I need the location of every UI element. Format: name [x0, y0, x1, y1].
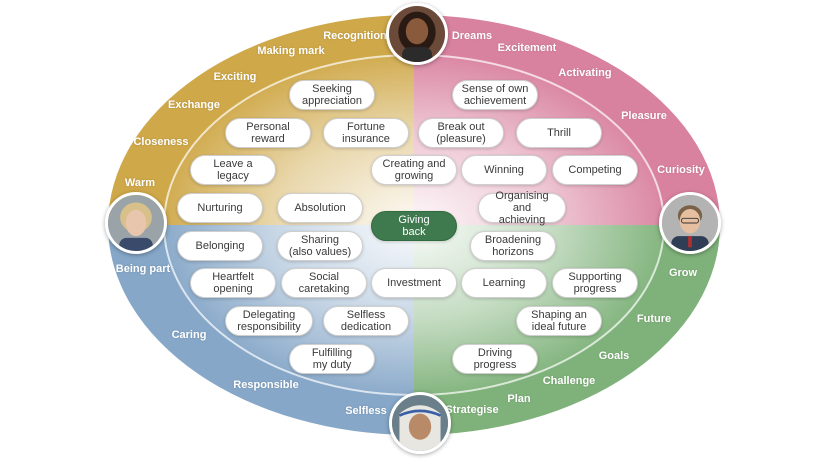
elderly-woman-portrait-icon — [392, 395, 448, 451]
portrait-left — [105, 192, 167, 254]
pill-organising-and-achieving: Organising and achieving — [478, 190, 566, 226]
pill-learning: Learning — [461, 268, 547, 298]
outer-label-curiosity: Curiosity — [657, 164, 705, 176]
portrait-top — [386, 3, 448, 65]
pill-leave-a-legacy: Leave a legacy — [190, 155, 276, 185]
pill-creating-and-growing: Creating and growing — [371, 155, 457, 185]
pill-investment: Investment — [371, 268, 457, 298]
pill-seeking-appreciation: Seeking appreciation — [289, 80, 375, 110]
pill-delegating-responsibility: Delegating responsibility — [225, 306, 313, 336]
pill-selfless-dedication: Selfless dedication — [323, 306, 409, 336]
outer-label-exchange: Exchange — [168, 99, 220, 111]
woman-portrait-icon — [389, 6, 445, 62]
outer-label-goals: Goals — [598, 350, 630, 362]
outer-label-pleasure: Pleasure — [621, 110, 667, 122]
pill-sense-of-own-achievement: Sense of own achievement — [452, 80, 538, 110]
outer-label-strategise: Strategise — [445, 404, 499, 416]
outer-label-being-part: Being part — [115, 263, 171, 275]
woman-portrait-icon — [108, 195, 164, 251]
pill-absolution: Absolution — [277, 193, 363, 223]
pill-fulfilling-my-duty: Fulfilling my duty — [289, 344, 375, 374]
pill-heartfelt-opening: Heartfelt opening — [190, 268, 276, 298]
pill-driving-progress: Driving progress — [452, 344, 538, 374]
pill-supporting-progress: Supporting progress — [552, 268, 638, 298]
portrait-right — [659, 192, 721, 254]
outer-label-warm: Warm — [124, 177, 156, 189]
pill-belonging: Belonging — [177, 231, 263, 261]
pill-thrill: Thrill — [516, 118, 602, 148]
pill-broadening-horizons: Broadening horizons — [470, 231, 556, 261]
outer-label-activating: Activating — [558, 67, 612, 79]
outer-label-exciting: Exciting — [213, 71, 257, 83]
man-portrait-icon — [662, 195, 718, 251]
pill-personal-reward: Personal reward — [225, 118, 311, 148]
giving-back-button[interactable]: Giving back — [371, 211, 457, 241]
pill-fortune-insurance: Fortune insurance — [323, 118, 409, 148]
outer-label-excitement: Excitement — [497, 42, 557, 54]
pill-nurturing: Nurturing — [177, 193, 263, 223]
pill-competing: Competing — [552, 155, 638, 185]
pill-winning: Winning — [461, 155, 547, 185]
outer-label-responsible: Responsible — [233, 379, 299, 391]
outer-label-making-mark: Making mark — [257, 45, 325, 57]
pill-shaping-an-ideal-future: Shaping an ideal future — [516, 306, 602, 336]
outer-label-selfless: Selfless — [345, 405, 387, 417]
portrait-bottom — [389, 392, 451, 454]
outer-label-dreams: Dreams — [451, 30, 493, 42]
pill-break-out: Break out (pleasure) — [418, 118, 504, 148]
outer-label-recognition: Recognition — [323, 30, 387, 42]
outer-label-caring: Caring — [171, 329, 207, 341]
outer-label-challenge: Challenge — [542, 375, 596, 387]
outer-label-closeness: Closeness — [133, 136, 189, 148]
pill-social-caretaking: Social caretaking — [281, 268, 367, 298]
pill-sharing: Sharing (also values) — [277, 231, 363, 261]
outer-label-grow: Grow — [668, 267, 698, 279]
outer-label-plan: Plan — [507, 393, 531, 405]
outer-label-future: Future — [636, 313, 672, 325]
